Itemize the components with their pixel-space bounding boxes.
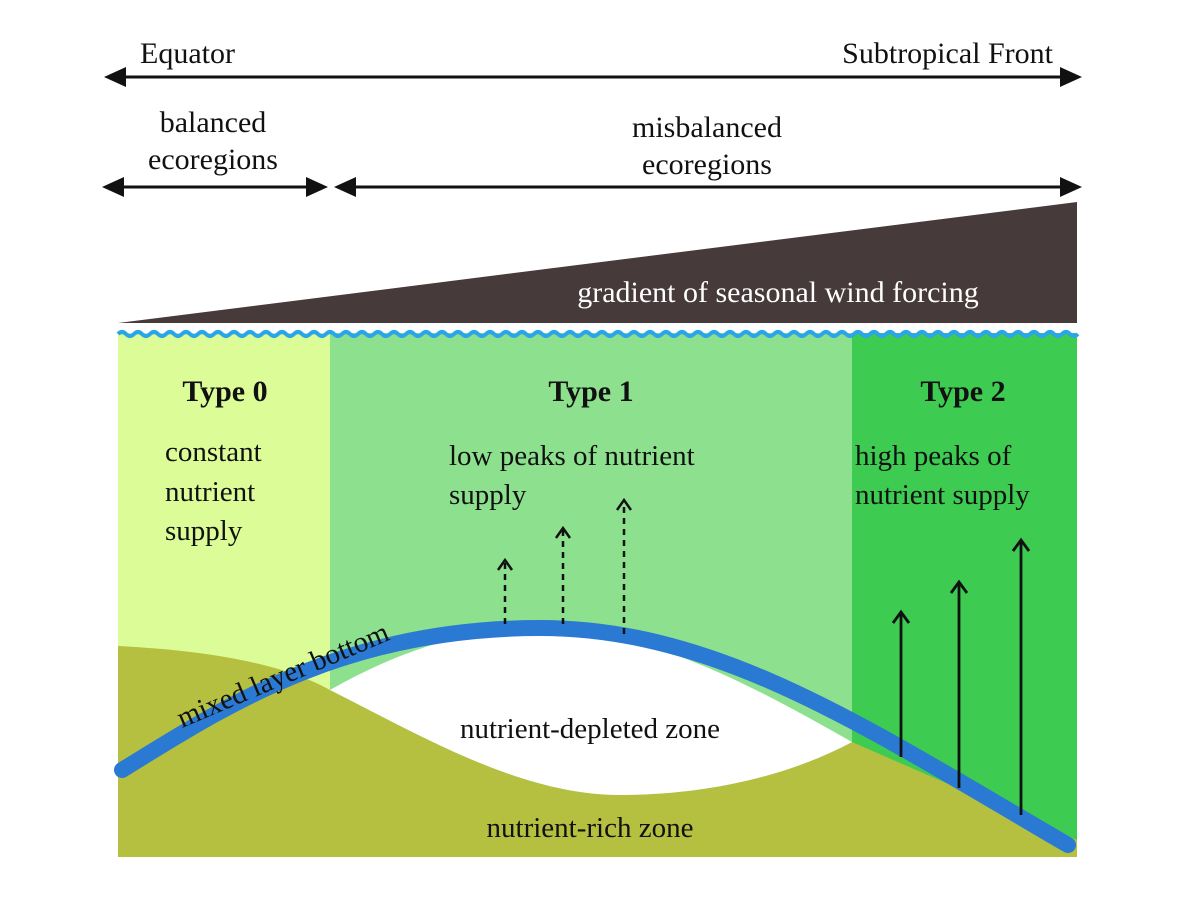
- subtropical-front-label: Subtropical Front: [842, 37, 1053, 70]
- high-peak-arrows: [891, 537, 1031, 815]
- equator-label: Equator: [140, 37, 235, 70]
- rich-zone-label: nutrient-rich zone: [487, 812, 694, 844]
- type0-desc-line3: supply: [165, 515, 243, 547]
- depleted-zone-label: nutrient-depleted zone: [460, 713, 720, 745]
- nutrient-depleted-zone: [330, 628, 852, 795]
- sea-surface-wave: [116, 330, 1080, 338]
- balanced-label-line1: balanced: [160, 106, 267, 139]
- type2-title: Type 2: [920, 375, 1005, 408]
- misbalanced-label-line2: ecoregions: [642, 148, 772, 181]
- wind-gradient-label: gradient of seasonal wind forcing: [577, 276, 979, 309]
- type0-desc-line2: nutrient: [165, 476, 255, 508]
- wind-gradient-wedge: [118, 202, 1077, 323]
- type2-desc-line1: high peaks of: [855, 440, 1012, 472]
- type0-title: Type 0: [182, 375, 267, 408]
- balanced-label-line2: ecoregions: [148, 143, 278, 176]
- low-peak-arrows: [496, 497, 633, 634]
- nutrient-rich-zone: [118, 646, 1077, 857]
- equator-front-arrow: [104, 67, 1082, 87]
- type1-desc-line2: supply: [449, 479, 527, 511]
- type1-desc-line1: low peaks of nutrient: [449, 440, 695, 472]
- misbalanced-label-line1: misbalanced: [632, 111, 782, 144]
- type0-desc-line1: constant: [165, 436, 262, 468]
- misbalanced-range-arrow: [334, 177, 1082, 197]
- type2-desc-line2: nutrient supply: [855, 479, 1030, 511]
- type1-title: Type 1: [548, 375, 633, 408]
- balanced-range-arrow: [102, 177, 328, 197]
